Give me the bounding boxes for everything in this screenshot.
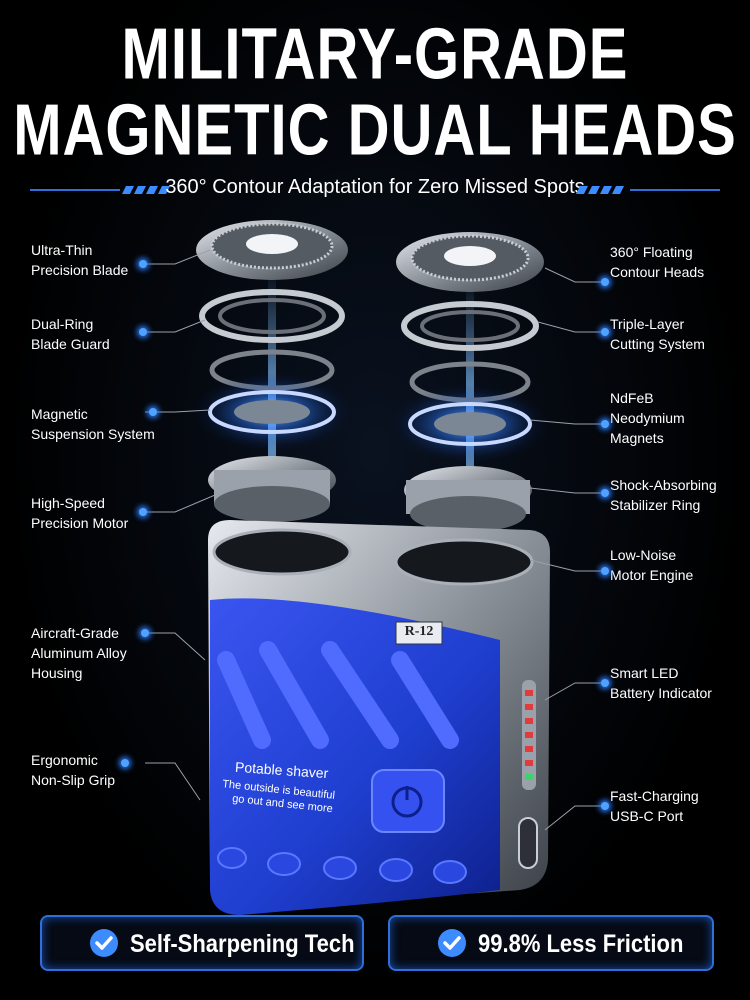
badge-label: Self-Sharpening Tech <box>130 929 355 958</box>
label-dot <box>601 679 609 687</box>
label-dot <box>601 802 609 810</box>
badge-label: 99.8% Less Friction <box>478 929 684 958</box>
model-label: R-12 <box>404 624 434 639</box>
label-dot <box>149 408 157 416</box>
badge-self-sharpening: Self-Sharpening Tech <box>40 915 364 971</box>
subtitle-row: 360° Contour Adaptation for Zero Missed … <box>30 170 720 206</box>
badge-less-friction: 99.8% Less Friction <box>388 915 714 971</box>
headline-line-1: MILITARY-GRADE <box>121 13 629 95</box>
label-dot <box>601 328 609 336</box>
right-leader-lines <box>529 267 605 831</box>
label-dot <box>601 420 609 428</box>
checkmark-icon <box>90 929 118 957</box>
right-head-stack <box>390 232 550 570</box>
label-dot <box>601 489 609 497</box>
right-decoration-icon <box>576 186 720 194</box>
label-dot <box>139 328 147 336</box>
left-leader-lines <box>145 249 216 801</box>
checkmark-icon <box>438 929 466 957</box>
left-decoration-icon <box>30 186 170 194</box>
label-dot <box>139 260 147 268</box>
label-dot <box>141 629 149 637</box>
shaver-body <box>208 520 550 915</box>
label-dot <box>601 567 609 575</box>
label-dot <box>601 278 609 286</box>
headline-line-2: MAGNETIC DUAL HEADS <box>13 89 737 171</box>
label-dot <box>121 759 129 767</box>
subtitle: 360° Contour Adaptation for Zero Missed … <box>165 176 585 198</box>
label-dot <box>139 508 147 516</box>
left-head-stack <box>192 220 352 570</box>
